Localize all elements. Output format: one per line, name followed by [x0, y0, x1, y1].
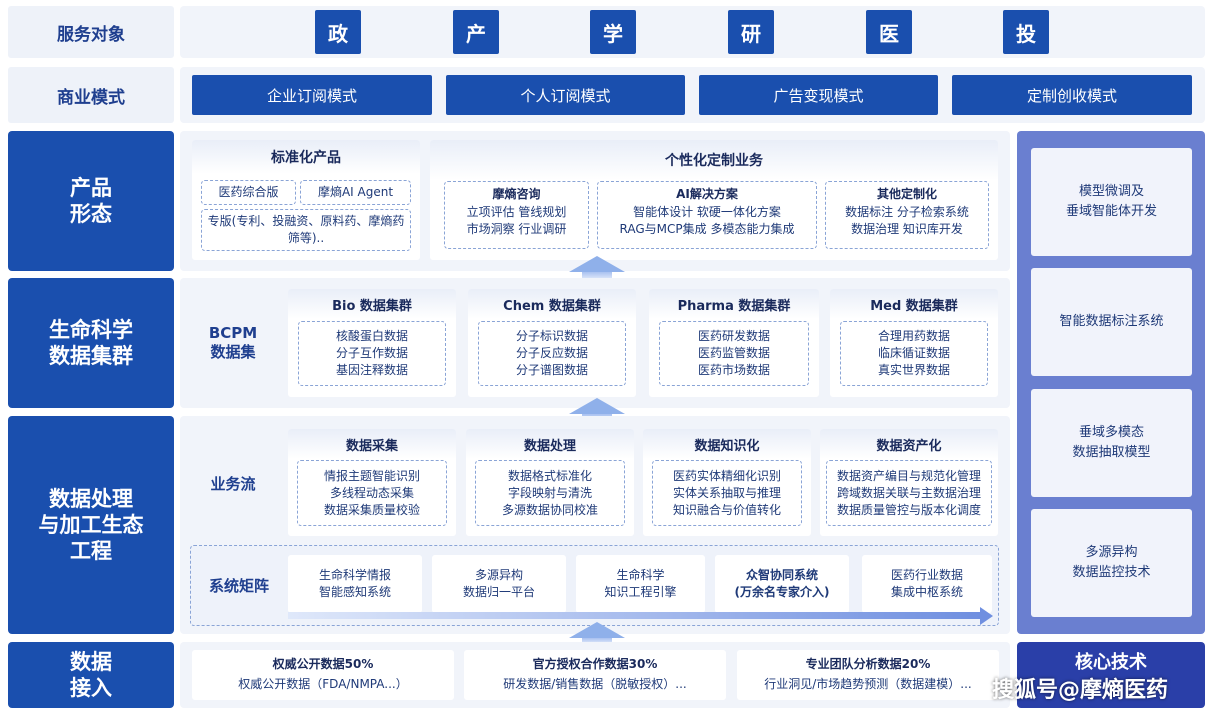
- bcpm-sub-label: BCPM 数据集: [208, 324, 258, 361]
- consulting-box: 摩熵咨询 立项评估 管线规划 市场洞察 行业调研: [444, 181, 589, 249]
- up-arrow-icon: [569, 398, 625, 414]
- service-item-government: 政: [315, 10, 361, 54]
- chem-cluster-items: 分子标识数据 分子反应数据 分子谱图数据: [478, 321, 626, 386]
- access-row-label: 数据 接入: [8, 642, 174, 708]
- asset-items: 数据资产编目与规范化管理 跨域数据关联与主数据治理 数据质量管控与版本化调度: [826, 460, 992, 526]
- ai-solution-text: 智能体设计 软硬一体化方案 RAG与MCP集成 多模态能力集成: [619, 205, 795, 236]
- other-custom-box: 其他定制化 数据标注 分子检索系统 数据治理 知识库开发: [825, 181, 989, 249]
- matrix-integration-hub: 医药行业数据 集成中枢系统: [862, 555, 992, 613]
- matrix-arrow-bar: [288, 612, 980, 619]
- matrix-knowledge-engine: 生命科学 知识工程引擎: [576, 555, 705, 613]
- processing-row-label: 数据处理 与加工生态 工程: [8, 416, 174, 634]
- business-row-label: 商业模式: [8, 67, 174, 123]
- tech-monitoring: 多源异构 数据监控技术: [1031, 509, 1192, 617]
- right-arrow-icon: [980, 607, 993, 625]
- chip-ai-agent: 摩熵AI Agent: [300, 180, 411, 205]
- tech-annotation-system: 智能数据标注系统: [1031, 268, 1192, 376]
- tech-multimodal-extraction: 垂域多模态 数据抽取模型: [1031, 389, 1192, 497]
- tech-model-finetune: 模型微调及 垂域智能体开发: [1031, 148, 1192, 256]
- knowledge-title: 数据知识化: [643, 429, 811, 459]
- matrix-intel-system: 生命科学情报 智能感知系统: [288, 555, 422, 613]
- access-analysis-title: 专业团队分析数据20%: [805, 656, 931, 671]
- service-item-medical: 医: [866, 10, 912, 54]
- bio-cluster-title: Bio 数据集群: [288, 289, 456, 319]
- processing-title: 数据处理: [466, 429, 634, 459]
- arrow-stem-3: [582, 638, 612, 644]
- matrix-normalization-platform: 多源异构 数据归一平台: [432, 555, 566, 613]
- chem-cluster-title: Chem 数据集群: [468, 289, 636, 319]
- up-arrow-icon: [569, 256, 625, 272]
- access-public-text: 权威公开数据（FDA/NMPA...）: [238, 677, 408, 691]
- collection-title: 数据采集: [288, 429, 456, 459]
- watermark: 搜狐号@摩熵医药: [992, 678, 1169, 703]
- ai-solution-box: AI解决方案 智能体设计 软硬一体化方案 RAG与MCP集成 多模态能力集成: [597, 181, 817, 249]
- bio-cluster-items: 核酸蛋白数据 分子互作数据 基因注释数据: [298, 321, 446, 386]
- access-analysis-text: 行业洞见/市场趋势预测（数据建模）...: [764, 677, 972, 691]
- product-row-label: 产品 形态: [8, 131, 174, 271]
- standard-product-title: 标准化产品: [192, 140, 420, 174]
- med-cluster-title: Med 数据集群: [830, 289, 998, 319]
- asset-title: 数据资产化: [820, 429, 998, 459]
- bcpm-row-label: 生命科学 数据集群: [8, 278, 174, 408]
- processing-items: 数据格式标准化 字段映射与清洗 多源数据协同校准: [475, 460, 625, 526]
- access-public-title: 权威公开数据50%: [272, 656, 374, 671]
- business-model-custom: 定制创收模式: [952, 75, 1192, 115]
- med-cluster-items: 合理用药数据 临床循证数据 真实世界数据: [840, 321, 988, 386]
- core-tech-label: 核心技术: [1017, 642, 1205, 708]
- business-model-advertising: 广告变现模式: [699, 75, 938, 115]
- service-item-industry: 产: [453, 10, 499, 54]
- access-analysis-card: 专业团队分析数据20% 行业洞见/市场趋势预测（数据建模）...: [737, 650, 999, 700]
- chip-special-editions: 专版(专利、投融资、原料药、摩熵药 筛等)..: [201, 209, 411, 251]
- access-public-card: 权威公开数据50% 权威公开数据（FDA/NMPA...）: [192, 650, 454, 700]
- service-item-research: 研: [728, 10, 774, 54]
- pharma-cluster-title: Pharma 数据集群: [649, 289, 819, 319]
- flow-label: 业务流: [210, 474, 256, 493]
- chip-comprehensive: 医药综合版: [201, 180, 296, 205]
- matrix-collaboration-system: 众智协同系统 (万余名专家介入): [715, 555, 849, 613]
- ai-solution-title: AI解决方案: [676, 186, 738, 201]
- service-row-label: 服务对象: [8, 6, 174, 58]
- service-item-academia: 学: [590, 10, 636, 54]
- matrix-label: 系统矩阵: [208, 576, 269, 595]
- service-item-investment: 投: [1003, 10, 1049, 54]
- other-custom-title: 其他定制化: [876, 186, 937, 201]
- up-arrow-icon: [569, 622, 625, 638]
- access-authorized-title: 官方授权合作数据30%: [532, 656, 658, 671]
- access-authorized-text: 研发数据/销售数据（脱敏授权）...: [503, 677, 687, 691]
- custom-business-title: 个性化定制业务: [430, 140, 998, 180]
- business-model-personal: 个人订阅模式: [446, 75, 685, 115]
- knowledge-items: 医药实体精细化识别 实体关系抽取与推理 知识融合与价值转化: [652, 460, 802, 526]
- consulting-title: 摩熵咨询: [492, 186, 541, 201]
- access-authorized-card: 官方授权合作数据30% 研发数据/销售数据（脱敏授权）...: [464, 650, 726, 700]
- consulting-text: 立项评估 管线规划 市场洞察 行业调研: [466, 205, 567, 236]
- arrow-stem-1: [582, 272, 612, 280]
- pharma-cluster-items: 医药研发数据 医药监管数据 医药市场数据: [659, 321, 809, 386]
- other-custom-text: 数据标注 分子检索系统 数据治理 知识库开发: [845, 205, 969, 236]
- collection-items: 情报主题智能识别 多线程动态采集 数据采集质量校验: [297, 460, 447, 526]
- business-model-enterprise: 企业订阅模式: [192, 75, 432, 115]
